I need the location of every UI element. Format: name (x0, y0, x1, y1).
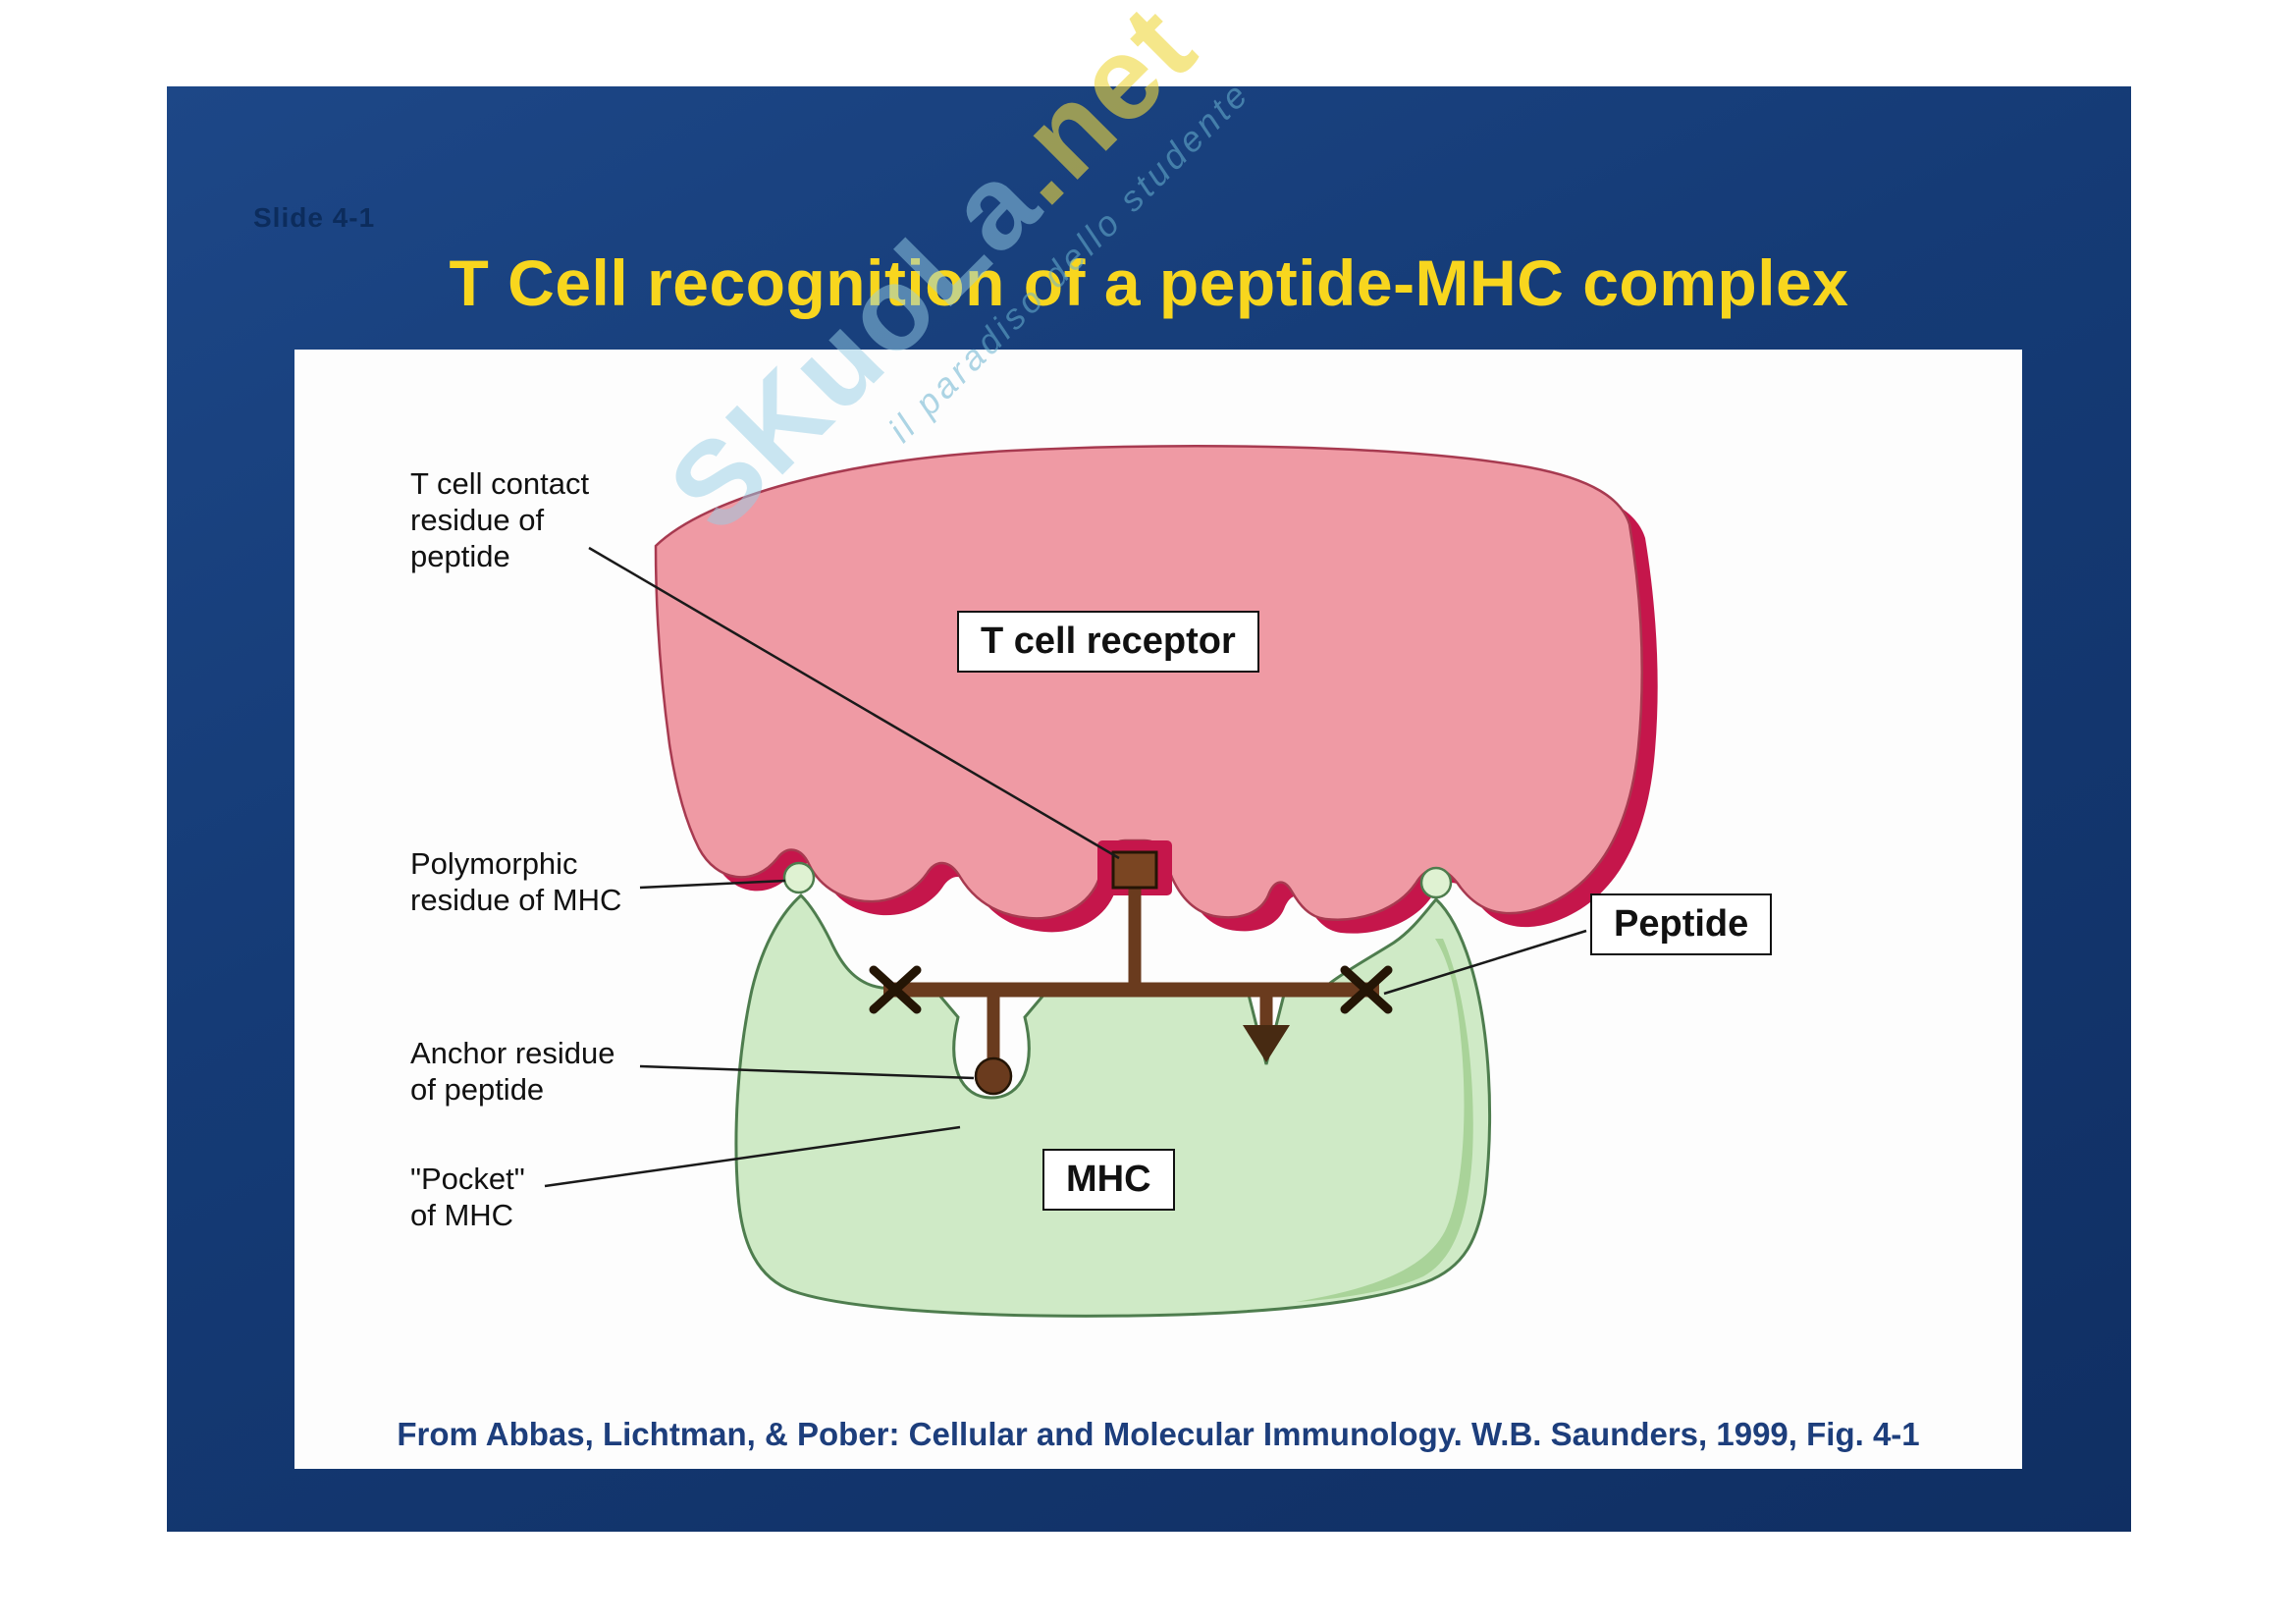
slide-background: Slide 4-1 T Cell recognition of a peptid… (167, 86, 2131, 1532)
polymorphic-knob-right (1419, 866, 1453, 899)
label-box-peptide: Peptide (1590, 893, 1773, 955)
slide-number-label: Slide 4-1 (253, 202, 376, 233)
leader-polymorphic (639, 879, 786, 890)
peptide-x-left (869, 965, 922, 1014)
label-box-t-cell-receptor: T cell receptor (957, 611, 1259, 673)
diagram-svg (544, 445, 1658, 1318)
leader-peptide-box (1383, 929, 1587, 996)
figure-caption: From Abbas, Lichtman, & Pober: Cellular … (397, 1416, 1920, 1452)
anchor-residue-ball (974, 1056, 1013, 1096)
notch-arrow-head (1243, 1025, 1290, 1062)
label-polymorphic-residue: Polymorphic residue of MHC (410, 846, 622, 917)
figure-panel: T cell contact residue of peptide Polymo… (294, 350, 2022, 1469)
leader-pocket (544, 1125, 961, 1188)
leader-anchor (639, 1064, 975, 1080)
label-t-cell-contact-residue: T cell contact residue of peptide (410, 466, 590, 573)
contact-residue-square (1111, 850, 1158, 890)
leader-lines (544, 546, 1587, 1188)
peptide-x-right (1340, 965, 1393, 1014)
slide-title: T Cell recognition of a peptide-MHC comp… (449, 246, 1849, 319)
polymorphic-knob-left (782, 861, 816, 894)
leader-contact-residue (588, 546, 1120, 860)
label-pocket-of-mhc: "Pocket" of MHC (410, 1162, 525, 1232)
tcr-body-shape (654, 445, 1643, 921)
mhc-body-shape (734, 893, 1492, 1318)
label-anchor-residue: Anchor residue of peptide (410, 1036, 615, 1107)
label-box-mhc: MHC (1042, 1149, 1175, 1211)
